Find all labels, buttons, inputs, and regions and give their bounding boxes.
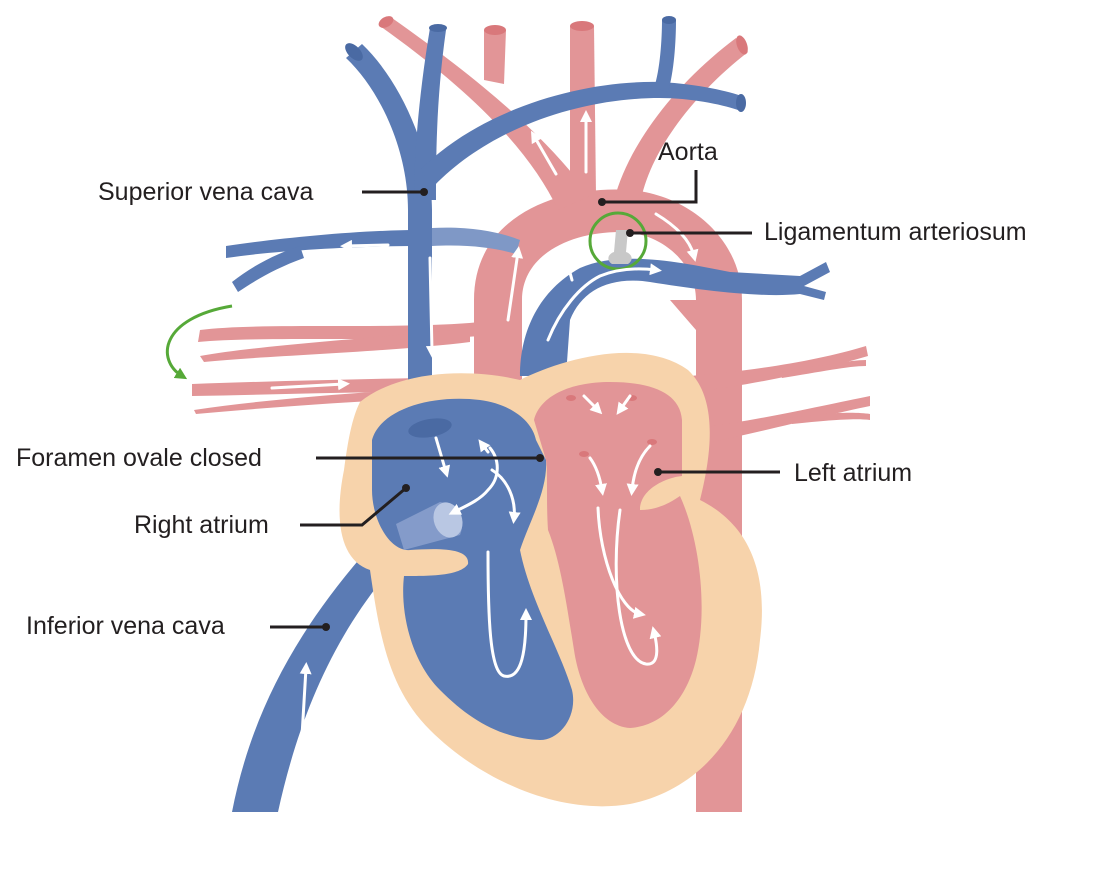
pulmonary-vein-opening [566, 395, 576, 401]
superior-vena-cava-vessels [226, 16, 746, 390]
pulmonary-vein-opening [579, 451, 589, 457]
pulmonary-trunk [520, 258, 830, 376]
label-left-atrium: Left atrium [794, 459, 912, 487]
ligamentum-highlight-ring [588, 211, 648, 271]
label-superior-vena-cava: Superior vena cava [98, 178, 314, 206]
green-flow-arrow [165, 304, 233, 380]
label-right-atrium: Right atrium [134, 511, 269, 539]
label-aorta: Aorta [658, 138, 718, 166]
label-foramen-ovale-closed: Foramen ovale closed [16, 444, 262, 472]
label-ligamentum-arteriosum: Ligamentum arteriosum [764, 218, 1027, 246]
label-inferior-vena-cava: Inferior vena cava [26, 612, 225, 640]
ligamentum-arteriosum-structure [608, 230, 632, 264]
inferior-vena-cava-vessel [232, 556, 382, 812]
pulmonary-vein-opening [647, 439, 657, 445]
tricuspid-valve [408, 418, 452, 438]
pulmonary-arteries-left [690, 346, 870, 444]
leader-lines [270, 170, 780, 631]
